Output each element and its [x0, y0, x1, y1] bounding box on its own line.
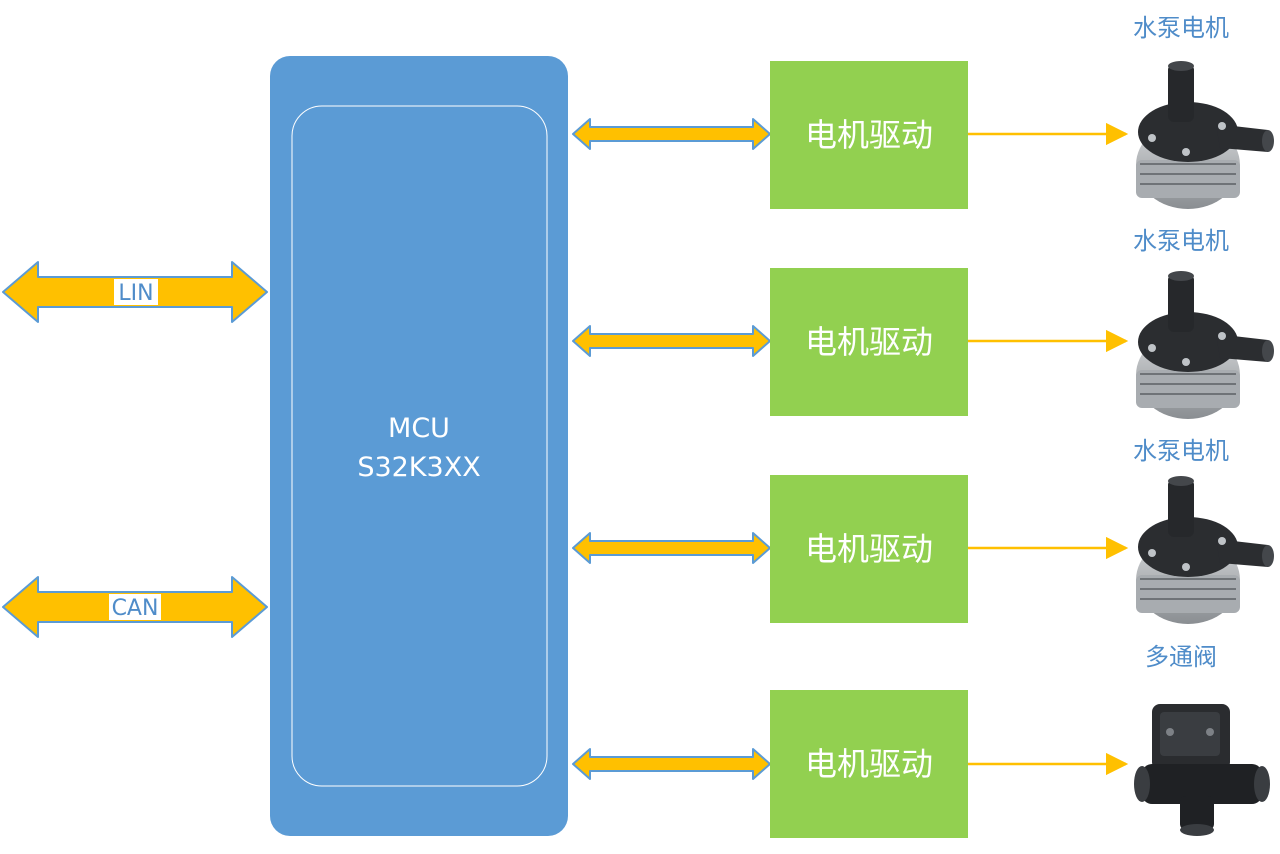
motor-driver-block-3: 电机驱动	[770, 475, 968, 623]
mcu-title: MCU	[388, 413, 450, 444]
mcu-driver-link-1	[572, 118, 771, 150]
motor-driver-label-4: 电机驱动	[805, 745, 933, 783]
can-label: CAN	[112, 596, 159, 621]
motor-driver-label-2: 电机驱动	[805, 323, 933, 361]
device-label-4: 多通阀	[1145, 643, 1217, 671]
motor-driver-block-2: 电机驱动	[770, 268, 968, 416]
mcu-part-number: S32K3XX	[357, 452, 480, 483]
multi-way-valve-image	[1134, 704, 1270, 836]
lin-bus-arrow: LIN	[2, 261, 268, 323]
motor-driver-label-1: 电机驱动	[805, 116, 933, 154]
water-pump-image-2	[1136, 271, 1274, 419]
water-pump-image-1	[1136, 61, 1274, 209]
can-bus-arrow: CAN	[2, 576, 268, 638]
device-label-2: 水泵电机	[1133, 227, 1229, 255]
mcu-driver-link-2	[572, 325, 771, 357]
motor-driver-block-1: 电机驱动	[770, 61, 968, 209]
water-pump-image-3	[1136, 476, 1274, 624]
device-label-1: 水泵电机	[1133, 14, 1229, 42]
mcu-driver-link-3	[572, 532, 771, 564]
mcu-block: MCU S32K3XX	[270, 56, 568, 836]
mcu-driver-link-4	[572, 748, 771, 780]
motor-driver-block-4: 电机驱动	[770, 690, 968, 838]
mcu-inner-frame	[291, 105, 548, 787]
lin-label: LIN	[118, 281, 153, 306]
device-label-3: 水泵电机	[1133, 437, 1229, 465]
motor-driver-label-3: 电机驱动	[805, 530, 933, 568]
